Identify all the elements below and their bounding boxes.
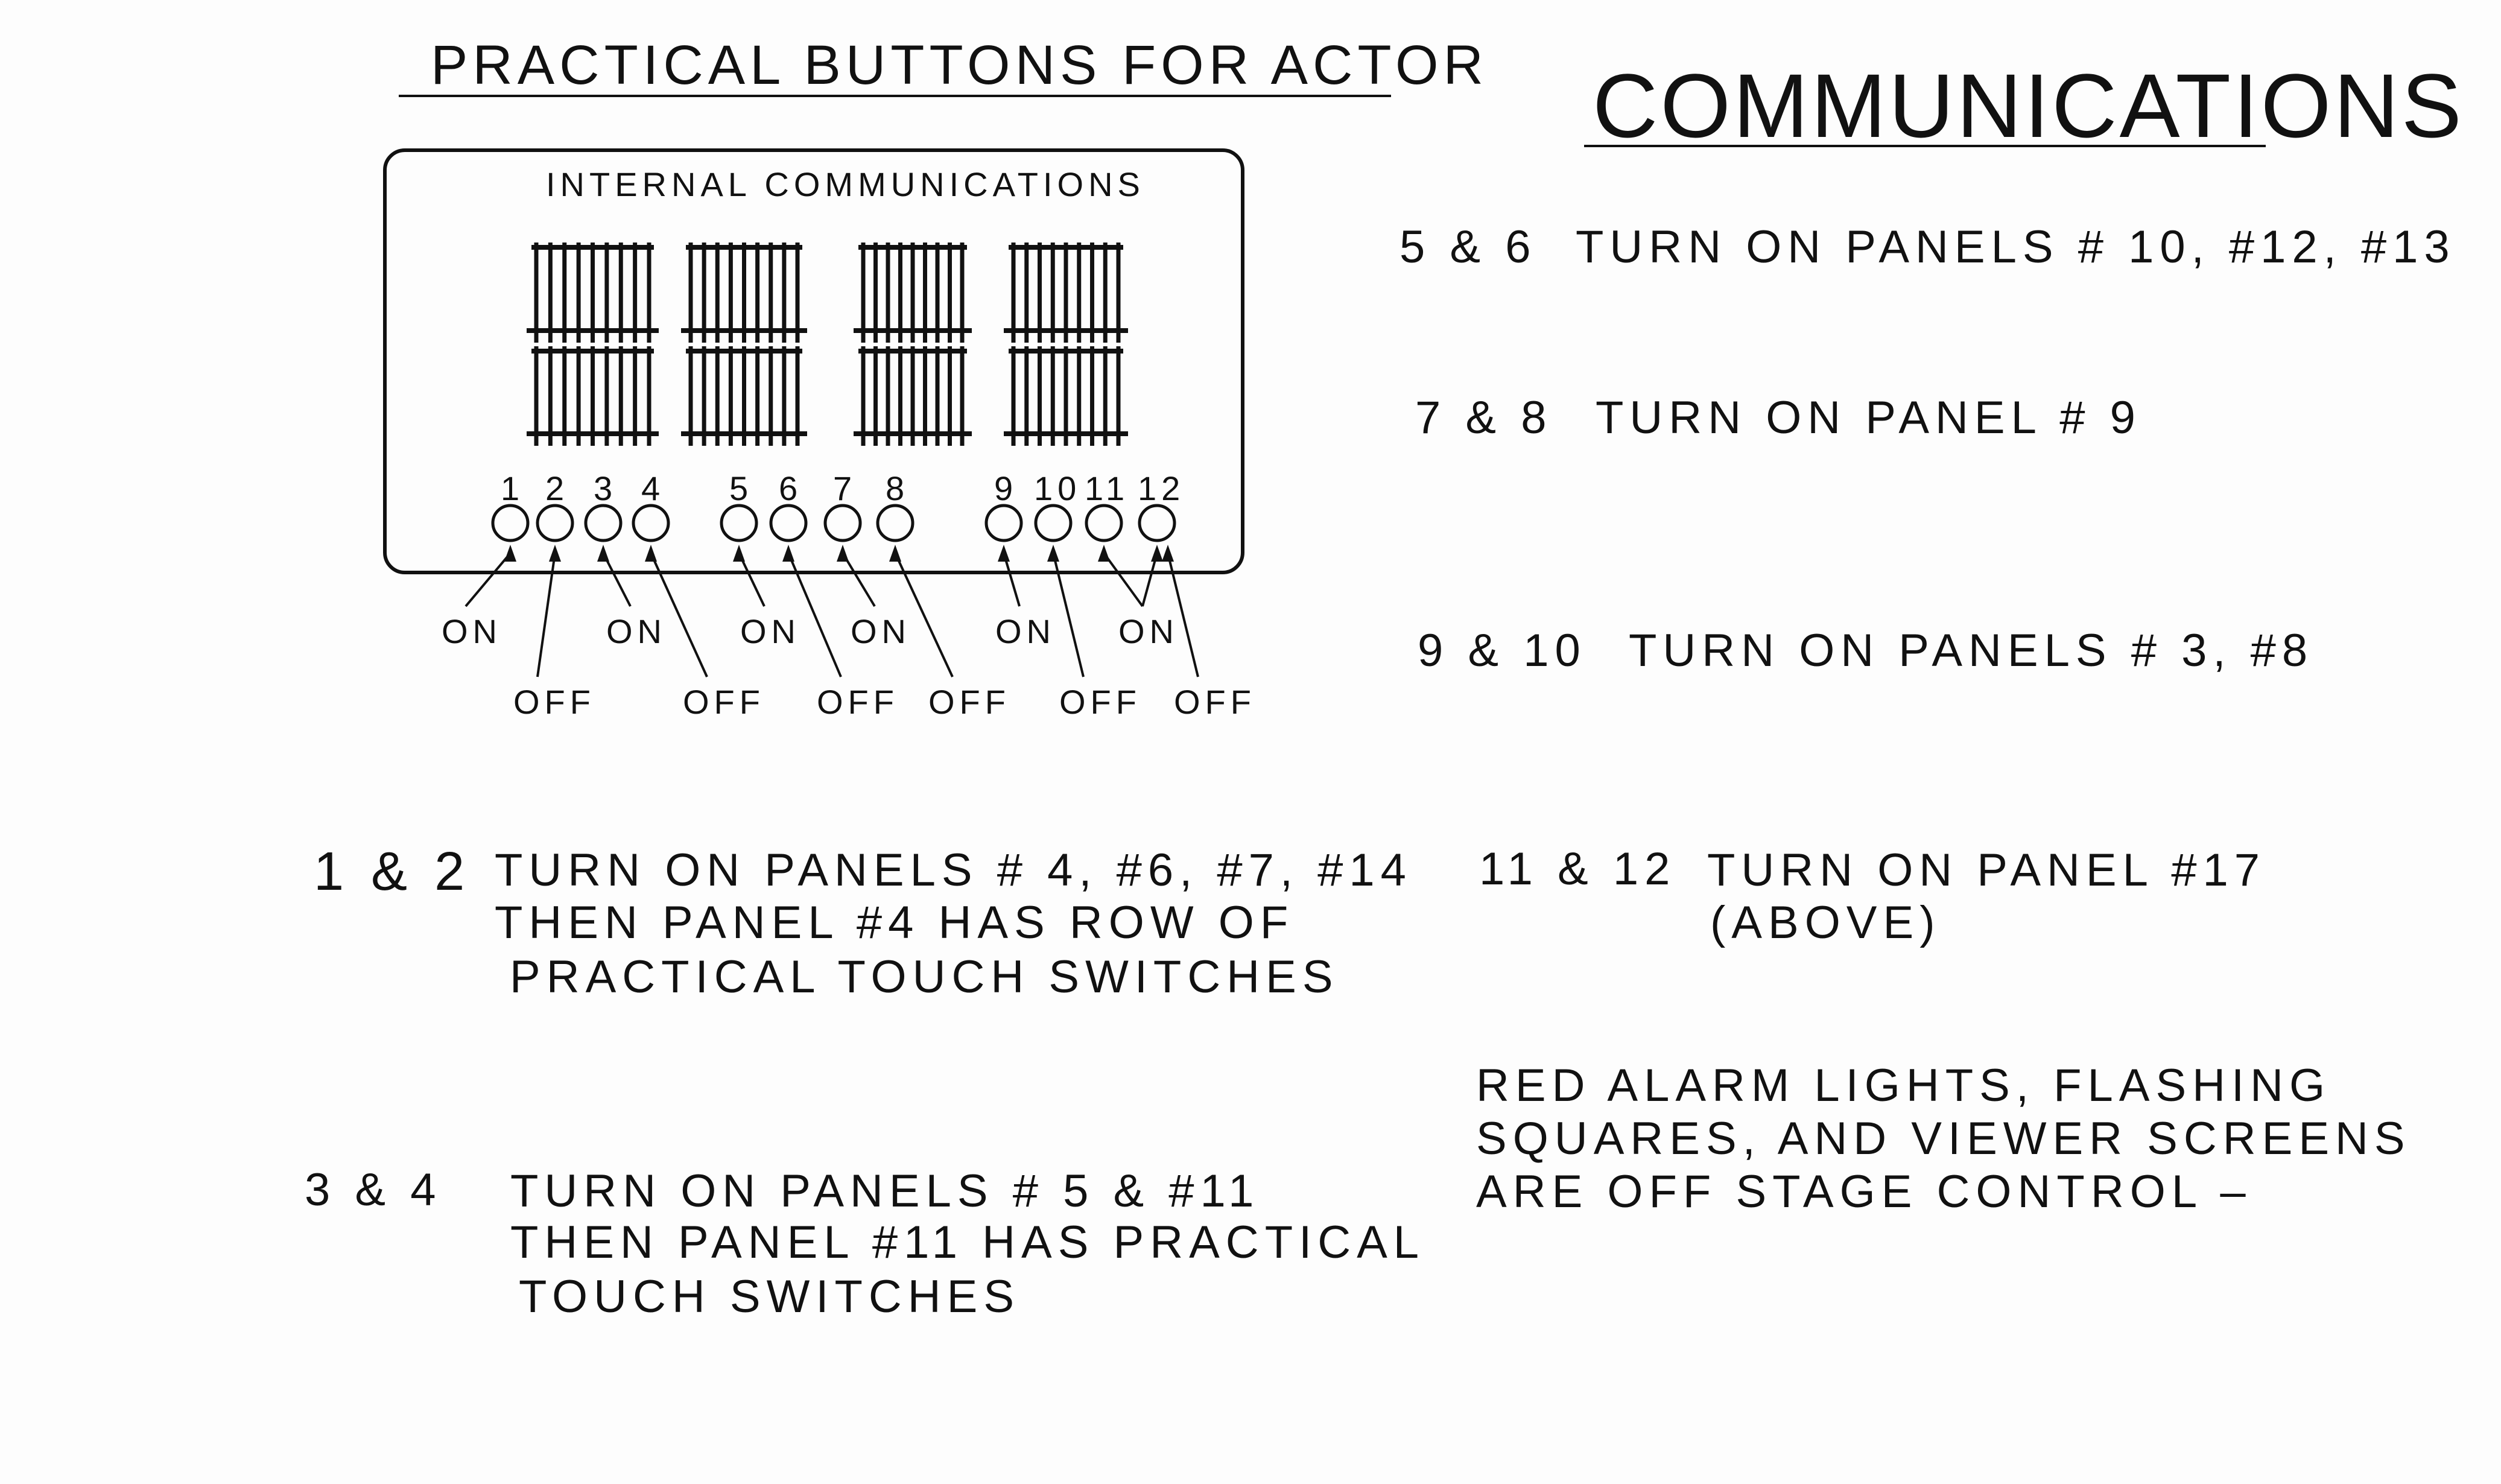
arrow-head-icon xyxy=(889,545,901,562)
on-label: ON xyxy=(1118,612,1179,650)
arrow-line xyxy=(1103,552,1144,607)
note-line: TURN ON PANEL #17 xyxy=(1707,845,2266,896)
right-title-underline xyxy=(1584,145,2266,147)
viewer-screen xyxy=(854,243,972,343)
practical-button-2[interactable] xyxy=(536,504,574,542)
arrow-head-icon xyxy=(1162,545,1174,562)
arrow-line xyxy=(894,553,954,677)
button-number: 12 xyxy=(1138,469,1185,507)
off-label: OFF xyxy=(928,683,1010,721)
arrow-line xyxy=(842,552,876,607)
note-line: TURN ON PANELS # 4, #6, #7, #14 xyxy=(495,845,1412,896)
button-number: 2 xyxy=(545,469,569,507)
practical-button-6[interactable] xyxy=(769,504,808,542)
note-pair-label: 1 & 2 xyxy=(314,842,471,902)
viewer-screen xyxy=(854,346,972,446)
note-line: THEN PANEL #4 HAS ROW OF xyxy=(495,897,1295,948)
button-number: 7 xyxy=(833,469,857,507)
on-label: ON xyxy=(995,612,1056,650)
off-label: OFF xyxy=(817,683,899,721)
practical-button-10[interactable] xyxy=(1034,504,1073,542)
arrow-line xyxy=(650,553,708,677)
arrow-line xyxy=(602,553,632,607)
button-number: 9 xyxy=(994,469,1018,507)
note-line: THEN PANEL #11 HAS PRACTICAL xyxy=(510,1217,1425,1268)
practical-button-4[interactable] xyxy=(632,504,670,542)
note-pair-label: 3 & 4 xyxy=(305,1164,442,1216)
arrow-line xyxy=(738,553,766,607)
arrow-head-icon xyxy=(645,545,657,562)
arrow-head-icon xyxy=(782,545,794,562)
note-line: PRACTICAL TOUCH SWITCHES xyxy=(510,951,1339,1003)
note-pair-label: 7 & 8 xyxy=(1415,392,1553,443)
button-number: 6 xyxy=(779,469,803,507)
note-pair-label: 9 & 10 xyxy=(1418,625,1587,676)
arrow-line xyxy=(536,553,556,677)
arrow-head-icon xyxy=(549,545,561,562)
button-number: 11 xyxy=(1085,469,1130,507)
viewer-screen xyxy=(681,346,807,446)
viewer-screen xyxy=(527,346,659,446)
practical-button-11[interactable] xyxy=(1085,504,1123,542)
arrow-line xyxy=(1052,553,1085,677)
button-number: 3 xyxy=(594,469,618,507)
note-line: TURN ON PANELS # 10, #12, #13 xyxy=(1576,221,2456,273)
note-line: (ABOVE) xyxy=(1710,897,1941,948)
arrow-line xyxy=(1167,553,1199,677)
note-line: TOUCH SWITCHES xyxy=(519,1271,1021,1322)
left-title-underline xyxy=(399,95,1391,97)
arrow-line xyxy=(1003,553,1021,607)
arrow-line xyxy=(1141,553,1158,607)
practical-button-3[interactable] xyxy=(584,504,623,542)
button-number: 10 xyxy=(1034,469,1082,507)
off-label: OFF xyxy=(513,683,595,721)
on-label: ON xyxy=(851,612,911,650)
note-line: TURN ON PANELS # 5 & #11 xyxy=(510,1165,1260,1217)
off-label: OFF xyxy=(1174,683,1256,721)
note-line: TURN ON PANELS # 3, #8 xyxy=(1629,625,2314,676)
arrow-line xyxy=(787,553,842,677)
arrow-head-icon xyxy=(998,545,1010,562)
on-label: ON xyxy=(740,612,800,650)
footer-note-line: ARE OFF STAGE CONTROL – xyxy=(1476,1166,2252,1217)
arrow-head-icon xyxy=(733,545,745,562)
left-title: PRACTICAL BUTTONS FOR ACTOR xyxy=(431,34,1488,96)
arrow-head-icon xyxy=(837,545,849,562)
internal-communications-panel xyxy=(383,148,1244,574)
arrow-head-icon xyxy=(1151,545,1163,562)
off-label: OFF xyxy=(1059,683,1141,721)
button-number: 5 xyxy=(729,469,753,507)
on-label: ON xyxy=(606,612,667,650)
arrow-head-icon xyxy=(504,545,516,562)
arrow-line xyxy=(464,552,512,607)
button-number: 4 xyxy=(641,469,665,507)
viewer-screen xyxy=(1004,346,1128,446)
button-number: 8 xyxy=(886,469,910,507)
off-label: OFF xyxy=(683,683,765,721)
practical-button-1[interactable] xyxy=(491,504,530,542)
arrow-head-icon xyxy=(1047,545,1059,562)
right-title: COMMUNICATIONS xyxy=(1593,55,2464,156)
footer-note-line: SQUARES, AND VIEWER SCREENS xyxy=(1476,1113,2411,1164)
on-label: ON xyxy=(442,612,502,650)
arrow-head-icon xyxy=(1098,545,1110,562)
note-pair-label: 11 & 12 xyxy=(1479,843,1676,895)
viewer-screen xyxy=(1004,243,1128,343)
panel-label: INTERNAL COMMUNICATIONS xyxy=(546,165,1145,203)
arrow-head-icon xyxy=(597,545,609,562)
practical-button-7[interactable] xyxy=(823,504,862,542)
viewer-screen xyxy=(681,243,807,343)
practical-button-12[interactable] xyxy=(1138,504,1176,542)
note-pair-label: 5 & 6 xyxy=(1399,221,1537,273)
practical-button-5[interactable] xyxy=(720,504,758,542)
viewer-screen xyxy=(527,243,659,343)
footer-note-line: RED ALARM LIGHTS, FLASHING xyxy=(1476,1060,2331,1111)
button-number: 1 xyxy=(501,469,525,507)
note-line: TURN ON PANEL # 9 xyxy=(1596,392,2141,443)
practical-button-8[interactable] xyxy=(876,504,914,542)
practical-button-9[interactable] xyxy=(984,504,1023,542)
